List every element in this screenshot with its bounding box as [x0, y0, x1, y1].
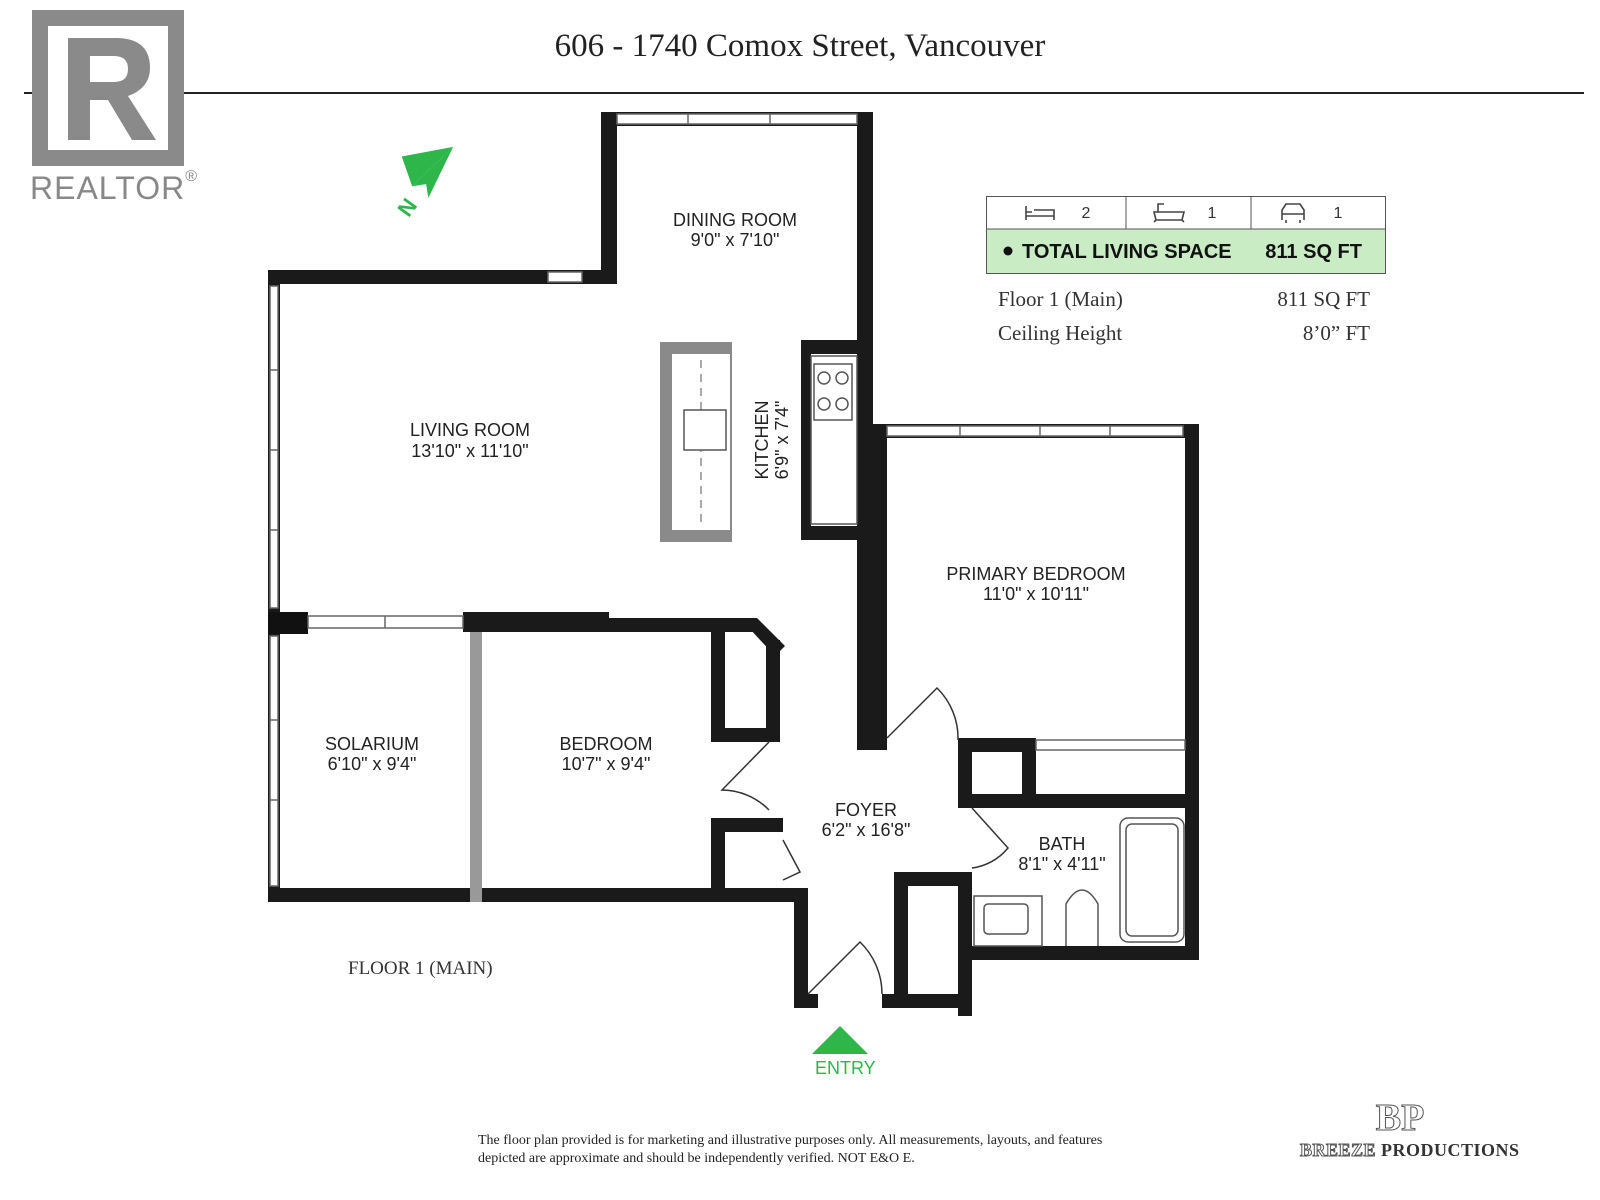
- living-room-name: LIVING ROOM: [410, 420, 530, 440]
- solarium-name: SOLARIUM: [325, 734, 419, 754]
- windows: [269, 113, 1186, 887]
- disclaimer-line-1: The floor plan provided is for marketing…: [478, 1133, 1103, 1148]
- brand-wordmark: BREEZE PRODUCTIONS: [1299, 1140, 1520, 1161]
- total-highlight: [987, 229, 1385, 273]
- stats-box: 2 1 1 TOTAL LIVING SPACE 811 SQ FT: [986, 196, 1386, 274]
- spec-value: 8’0” FT: [1302, 321, 1370, 345]
- entry-arrow-icon: [812, 1026, 868, 1054]
- realtor-wordmark: REALTOR®: [30, 168, 198, 206]
- bathtub-icon: [1152, 203, 1186, 223]
- sink-icon: [683, 409, 727, 451]
- vanity-icon: [973, 895, 1043, 947]
- toilet-icon: [1065, 889, 1099, 946]
- spec-label: Floor 1 (Main): [998, 287, 1123, 311]
- compass-letter: N: [392, 194, 422, 222]
- solarium-dims: 6'10" x 9'4": [328, 754, 417, 774]
- header-divider: [24, 92, 1584, 94]
- spec-label: Ceiling Height: [998, 321, 1123, 345]
- total-living-value: 811 SQ FT: [1265, 241, 1362, 263]
- parking-count: 1: [1334, 205, 1343, 222]
- stove-icon: [813, 363, 853, 421]
- bath-dims: 8'1" x 4'11": [1018, 854, 1105, 874]
- foyer-dims: 6'2" x 16'8": [822, 820, 911, 840]
- brand-monogram: BP: [1376, 1098, 1425, 1139]
- spec-value: 811 SQ FT: [1277, 287, 1370, 311]
- disclaimer-line-2: depicted are approximate and should be i…: [478, 1151, 915, 1166]
- bath-fixtures: [973, 817, 1185, 947]
- bullet-icon: [1003, 246, 1013, 256]
- kitchen-dims: 6'9" x 7'4": [772, 401, 792, 480]
- page-title: 606 - 1740 Comox Street, Vancouver: [554, 28, 1046, 64]
- bedroom-name: BEDROOM: [559, 734, 652, 754]
- living-room-dims: 13'10" x 11'10": [411, 441, 528, 461]
- kitchen-island: [660, 342, 732, 542]
- total-living-label: TOTAL LIVING SPACE: [1022, 241, 1232, 263]
- entry-label: ENTRY: [815, 1058, 876, 1078]
- breeze-productions-logo: BP: [1375, 1098, 1425, 1140]
- room-labels: DINING ROOM 9'0" x 7'10" LIVING ROOM 13'…: [325, 210, 1126, 874]
- spec-row-floor: Floor 1 (Main) 811 SQ FT: [998, 282, 1370, 316]
- dining-room-name: DINING ROOM: [673, 210, 797, 230]
- baths-count: 1: [1208, 205, 1217, 222]
- primary-bedroom-dims: 11'0" x 10'11": [983, 584, 1089, 604]
- realtor-r-icon: [32, 10, 184, 166]
- beds-count: 2: [1082, 205, 1091, 222]
- floor-label: FLOOR 1 (MAIN): [348, 958, 493, 979]
- kitchen-counter: [810, 355, 858, 525]
- north-arrow-icon: N: [392, 146, 454, 222]
- bedroom-dims: 10'7" x 9'4": [562, 754, 651, 774]
- bed-icon: [1025, 206, 1055, 220]
- doors: [720, 686, 1009, 995]
- disclaimer: The floor plan provided is for marketing…: [478, 1132, 1198, 1168]
- bath-name: BATH: [1039, 834, 1086, 854]
- kitchen-name: KITCHEN: [752, 400, 772, 479]
- foyer-name: FOYER: [835, 800, 897, 820]
- bathtub-icon: [1119, 817, 1185, 943]
- spec-row-ceiling: Ceiling Height 8’0” FT: [998, 316, 1370, 350]
- primary-bedroom-name: PRIMARY BEDROOM: [946, 564, 1125, 584]
- dining-room-dims: 9'0" x 7'10": [691, 230, 780, 250]
- car-icon: [1281, 203, 1305, 223]
- spec-list: Floor 1 (Main) 811 SQ FT Ceiling Height …: [998, 282, 1370, 350]
